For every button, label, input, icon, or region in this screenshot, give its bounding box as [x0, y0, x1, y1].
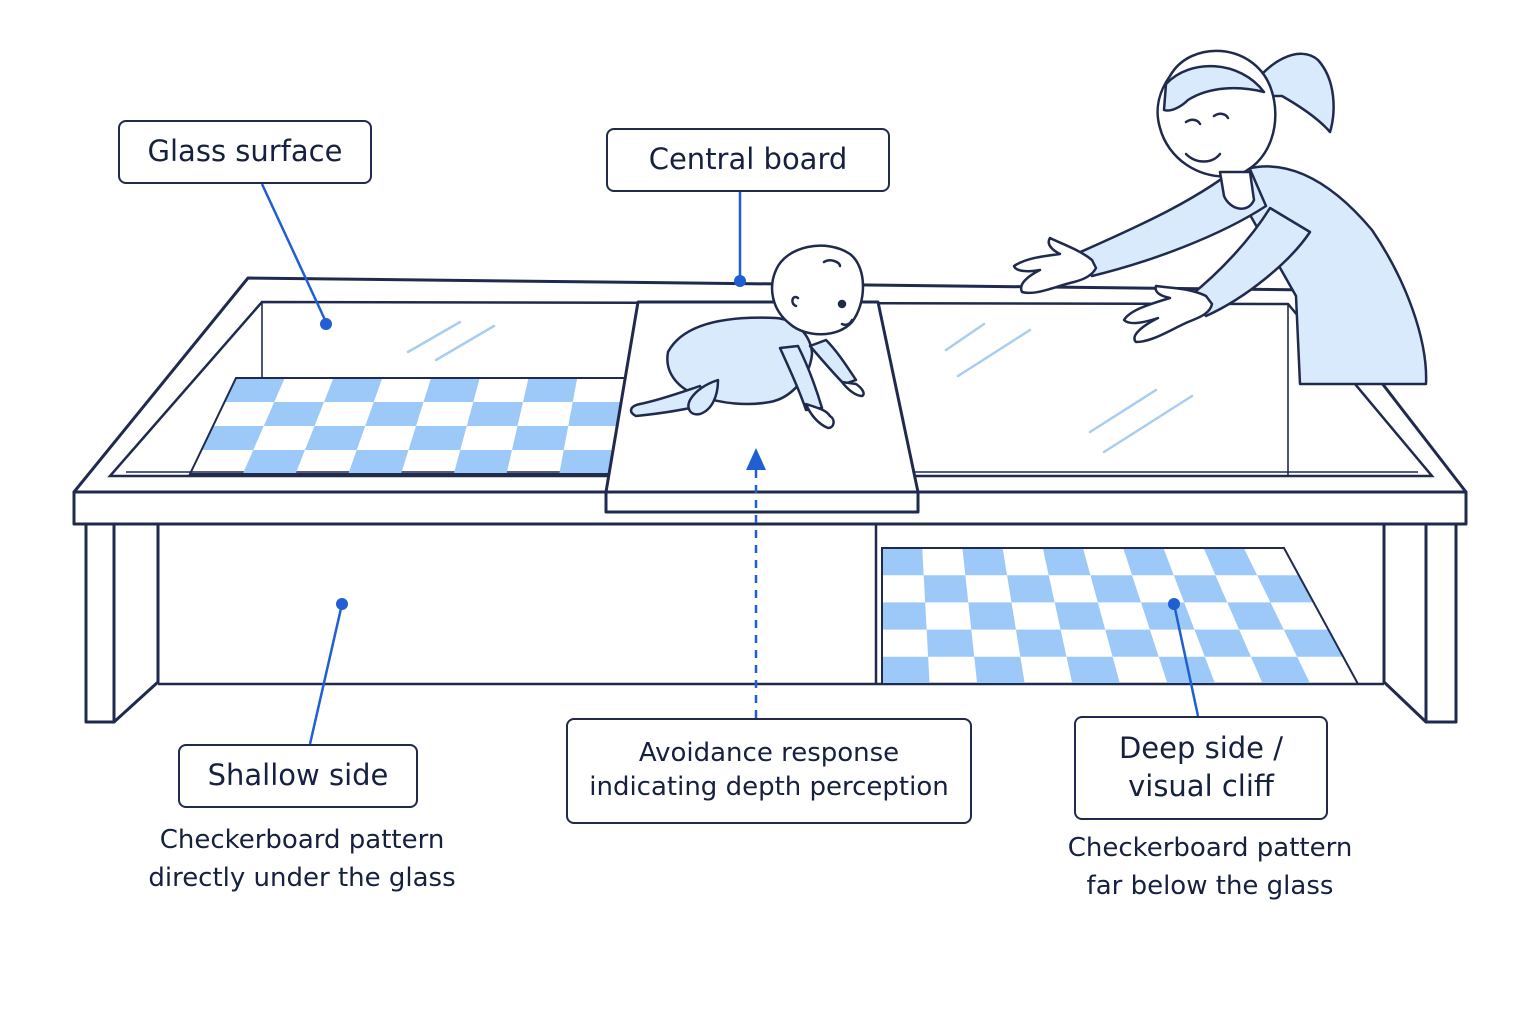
checker-square	[324, 378, 383, 402]
checker-square	[512, 426, 569, 450]
checker-square	[1203, 548, 1258, 576]
checker-square	[559, 450, 616, 474]
shallow-checkerboard	[201, 378, 623, 474]
checker-square	[423, 378, 480, 402]
label-deep-line2: visual cliff	[1128, 769, 1274, 803]
table-legs	[84, 518, 1458, 724]
checker-square	[926, 629, 975, 657]
deep-checkerboard-outline	[881, 547, 1360, 685]
checker-square	[201, 426, 264, 450]
checker-square	[1090, 575, 1141, 603]
caption-deep: Checkerboard pattern far below the glass	[1040, 830, 1380, 905]
checker-square	[882, 656, 930, 684]
checker-square	[224, 378, 285, 402]
checker-square	[968, 602, 1016, 630]
caption-deep-line1: Checkerboard pattern	[1067, 833, 1353, 863]
checker-square	[1066, 656, 1120, 684]
checker-square	[365, 402, 424, 426]
checker-square	[1140, 602, 1195, 630]
checker-square	[1283, 629, 1344, 657]
checker-square	[882, 548, 924, 576]
caption-shallow-line2: directly under the glass	[148, 862, 456, 893]
label-shallow-side-text: Shallow side	[207, 758, 389, 793]
checker-square	[348, 450, 409, 474]
checker-square	[466, 402, 523, 426]
label-glass-surface: Glass surface	[118, 120, 372, 184]
checker-square	[523, 378, 578, 402]
arrow-head	[746, 448, 766, 470]
infant-figure	[629, 244, 865, 430]
checker-square	[1042, 548, 1091, 576]
leader-dots	[320, 275, 1180, 610]
label-central-board-text: Central board	[648, 142, 848, 177]
label-avoidance-line1: Avoidance response	[638, 738, 900, 769]
label-central-board: Central board	[606, 128, 890, 192]
checker-square	[1015, 629, 1067, 657]
checker-square	[242, 450, 305, 474]
checker-square	[568, 402, 623, 426]
checker-square	[263, 402, 324, 426]
caption-shallow-line1: Checkerboard pattern	[159, 825, 445, 855]
checker-square	[923, 575, 969, 603]
checker-square	[1257, 575, 1314, 603]
deep-checkerboard	[882, 548, 1344, 684]
checker-square	[1227, 602, 1284, 630]
checker-square	[1105, 629, 1159, 657]
label-deep-line1: Deep side /	[1118, 731, 1284, 766]
label-avoidance-line2: indicating depth perception	[589, 772, 949, 802]
checker-square	[408, 426, 467, 450]
checker-square	[305, 426, 366, 450]
label-avoidance-response: Avoidance response indicating depth perc…	[566, 718, 972, 824]
checker-square	[882, 602, 927, 630]
caption-deep-line2: far below the glass	[1086, 870, 1334, 901]
label-glass-surface-text: Glass surface	[147, 134, 343, 169]
checker-square	[1007, 575, 1055, 603]
checker-square	[1054, 602, 1106, 630]
label-shallow-side: Shallow side	[178, 744, 418, 808]
leader-lines	[260, 183, 1200, 745]
label-deep-side: Deep side / visual cliff	[1074, 716, 1328, 820]
glass-reflections	[406, 320, 1194, 454]
checker-square	[1123, 548, 1174, 576]
caption-shallow: Checkerboard pattern directly under the …	[120, 822, 484, 897]
checker-square	[1194, 629, 1251, 657]
checker-square	[1250, 656, 1311, 684]
checker-square	[974, 656, 1025, 684]
checker-square	[1173, 575, 1228, 603]
checker-square	[962, 548, 1008, 576]
adult-figure	[1012, 49, 1428, 386]
checker-square	[453, 450, 512, 474]
